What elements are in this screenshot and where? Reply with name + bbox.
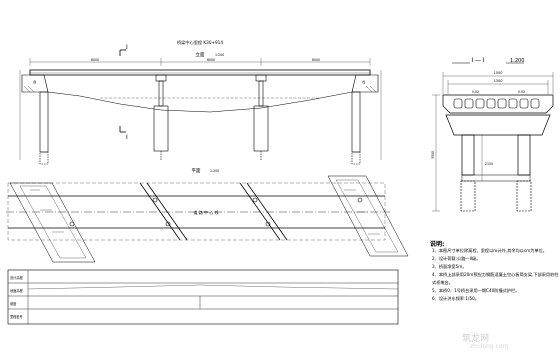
abutment-label-left: 台: [33, 79, 37, 84]
table-row-4: 里程桩号: [10, 314, 23, 319]
note-line-5: 式桥墩台。: [432, 280, 453, 285]
plan-scale: 1:200: [210, 169, 219, 173]
plan-center-label: 道 路 中 心 线: [193, 209, 218, 215]
section-title: I — I: [471, 57, 485, 64]
table-row-3: 坡度: [10, 301, 17, 306]
note-line-7: 6、设计洪水频率:1/50。: [432, 296, 479, 301]
note-line-3: 3、桥面净宽5m。: [432, 264, 467, 269]
elevation-scale: 1:200: [215, 53, 224, 57]
watermark-logo-text: 筑龙网: [462, 334, 490, 344]
pier-height: 2150: [485, 162, 493, 166]
elevation-label: 立面: [196, 51, 205, 58]
slope-right: 0.02: [518, 90, 525, 94]
side-height: 3500: [431, 151, 435, 159]
plan-label: 平面: [192, 168, 201, 174]
note-line-4: 4、本桥上部采用20m预应力钢筋混凝土空心板简支梁,下部采用桩柱: [432, 272, 559, 277]
note-line-2: 2、设计荷载:公路—II级。: [432, 256, 481, 261]
dim-label-2: 6000: [207, 58, 215, 62]
table-row-1: 设计高程: [10, 275, 24, 280]
section-dim-top: 1500: [494, 71, 503, 75]
dim-label-3: 6000: [312, 58, 320, 62]
slope-left: 0.02: [472, 90, 479, 94]
section-scale: 1:200: [510, 58, 524, 64]
note-line-6: 5、本桥0、1号桥台采用一期C40防撞式护栏。: [432, 288, 520, 293]
section-mark-left: I: [126, 44, 128, 51]
profile-table: [7, 269, 399, 325]
dim-label-1: 6000: [91, 58, 99, 62]
elevation-view: [19, 49, 382, 165]
table-row-2: 地面高程: [10, 288, 24, 293]
cross-section: [432, 62, 554, 212]
watermark-url: zhulong.com: [470, 343, 509, 350]
notes-title: 说明:: [430, 241, 445, 248]
section-mark-right: I: [126, 134, 128, 141]
abutment-label-right: 台: [362, 79, 366, 84]
note-line-1: 1、本图尺寸单位除高程、里程以m计外,其余均以cm为单位。: [432, 248, 547, 253]
section-dim-mid: 1300: [494, 79, 503, 83]
elevation-header: 桥梁中心里程 K30+914: [177, 39, 223, 46]
plan-view: [6, 175, 409, 263]
